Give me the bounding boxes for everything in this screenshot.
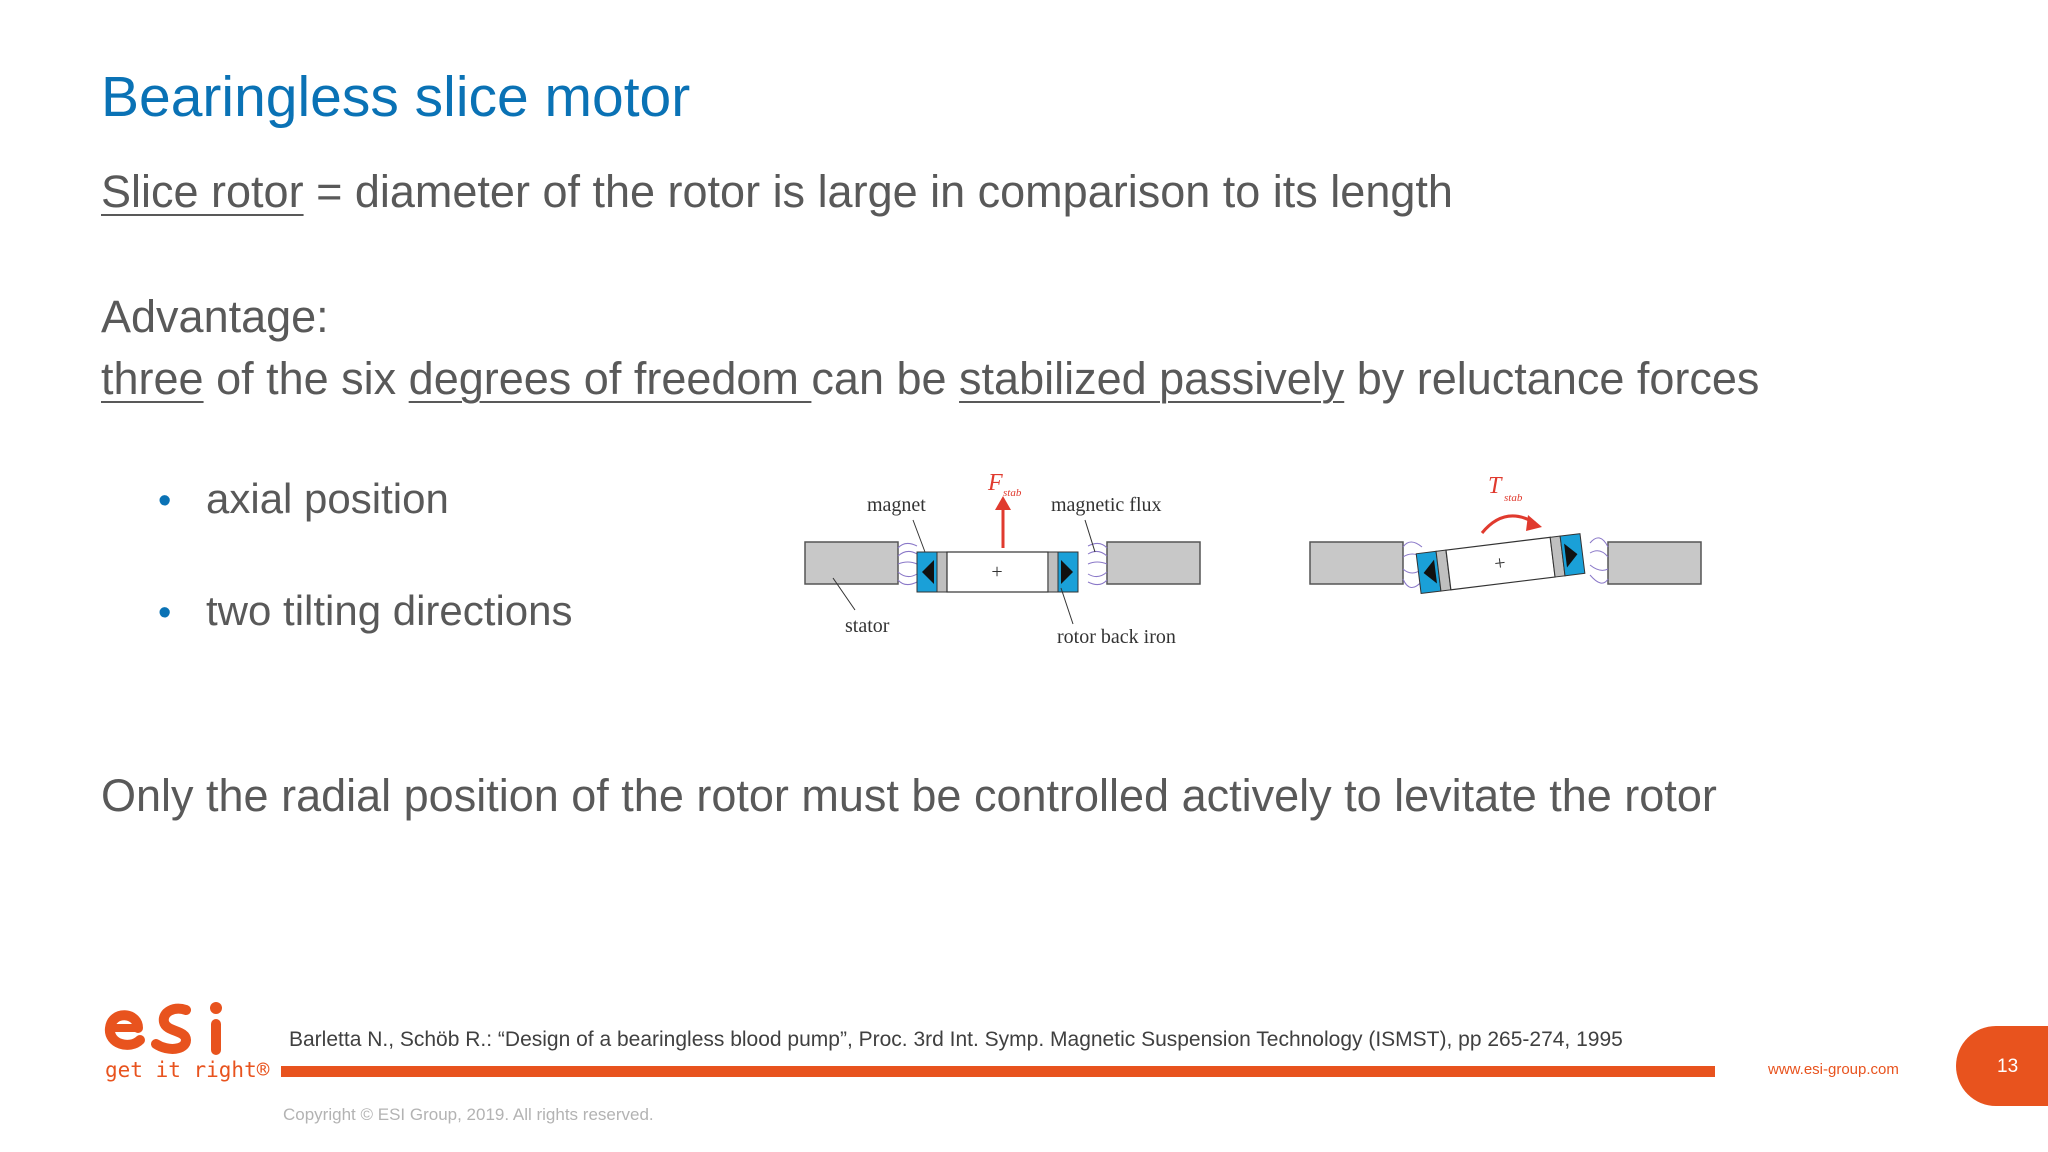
leader-back-iron (1060, 587, 1074, 625)
page-number-badge (1956, 1026, 2048, 1106)
force-symbol: F (987, 470, 1003, 496)
label-rotor-back-iron: rotor back iron (1057, 626, 1176, 648)
rotor-force-diagram: + F stab magnet magnetic flux stator rot… (804, 470, 1201, 648)
magnet-pole-right-icon (1061, 560, 1073, 584)
slice-rotor-term: Slice rotor (101, 166, 304, 217)
page-number: 13 (1997, 1056, 2019, 1077)
magnet-pole-left-icon (1423, 559, 1437, 584)
esi-logo (105, 1002, 222, 1055)
esi-logo-dot-icon (210, 1002, 222, 1014)
slide-title: Bearingless slice motor (101, 65, 691, 129)
leader-magnet (912, 519, 926, 553)
rotor-center-mark: + (991, 561, 1002, 583)
conclusion-line: Only the radial position of the rotor mu… (101, 770, 1717, 821)
force-arrow-head-icon (995, 496, 1011, 510)
tilted-rotor: + (1415, 533, 1586, 595)
adv-text-3: by reluctance forces (1344, 353, 1760, 404)
torque-symbol: T (1488, 473, 1503, 499)
esi-logo-s-icon (151, 1003, 192, 1054)
bullet-dot-icon: • (158, 592, 172, 634)
stator-left (1309, 541, 1404, 585)
adv-passive: stabilized passively (959, 353, 1345, 404)
magnet-pole-right-icon (1564, 543, 1578, 568)
label-magnetic-flux: magnetic flux (1051, 494, 1162, 516)
torque-arrow-head-icon (1526, 515, 1542, 531)
definition-line: Slice rotor = diameter of the rotor is l… (101, 166, 1453, 218)
esi-logo-e-icon (105, 1010, 145, 1050)
leader-stator (832, 577, 856, 611)
bullet-item: • axial position (158, 475, 449, 523)
definition-text: = diameter of the rotor is large in comp… (303, 166, 1453, 217)
bullet-dot-icon: • (158, 480, 172, 522)
logo-tagline: get it right® (105, 1058, 270, 1082)
force-subscript: stab (1003, 487, 1022, 499)
label-magnet: magnet (867, 494, 926, 516)
label-stator: stator (845, 615, 890, 637)
magnet-pole-left-icon (922, 560, 934, 584)
adv-text-2: can be (811, 353, 960, 404)
bullet-item: • two tilting directions (158, 587, 573, 635)
reference-citation: Barletta N., Schöb R.: “Design of a bear… (289, 1028, 1623, 1051)
website-link[interactable]: www.esi-group.com (1768, 1061, 1899, 1078)
adv-three: three (101, 353, 204, 404)
flux-lines-left (897, 542, 918, 586)
flux-lines-right (1589, 537, 1609, 584)
rotor-center-mark: + (1493, 552, 1507, 575)
adv-text-1: of the six (203, 353, 409, 404)
adv-dof: degrees of freedom (408, 353, 812, 404)
copyright-notice: Copyright © ESI Group, 2019. All rights … (283, 1105, 654, 1124)
advantage-statement: three of the six degrees of freedom can … (101, 353, 1759, 405)
bullet-text: two tilting directions (206, 587, 573, 634)
advantage-heading: Advantage: (101, 291, 329, 342)
back-iron-left (936, 551, 948, 593)
leader-flux (1084, 519, 1096, 553)
rotor-body (946, 551, 1049, 593)
back-iron-right (1047, 551, 1059, 593)
stator-left (804, 541, 899, 585)
flux-lines-right (1087, 542, 1108, 586)
stator-right (1607, 541, 1702, 585)
footer-accent-bar (281, 1066, 1715, 1077)
bullet-text: axial position (206, 475, 449, 522)
rotor-torque-diagram: + T stab (1309, 473, 1702, 595)
stator-right (1106, 541, 1201, 585)
torque-subscript: stab (1504, 492, 1523, 504)
